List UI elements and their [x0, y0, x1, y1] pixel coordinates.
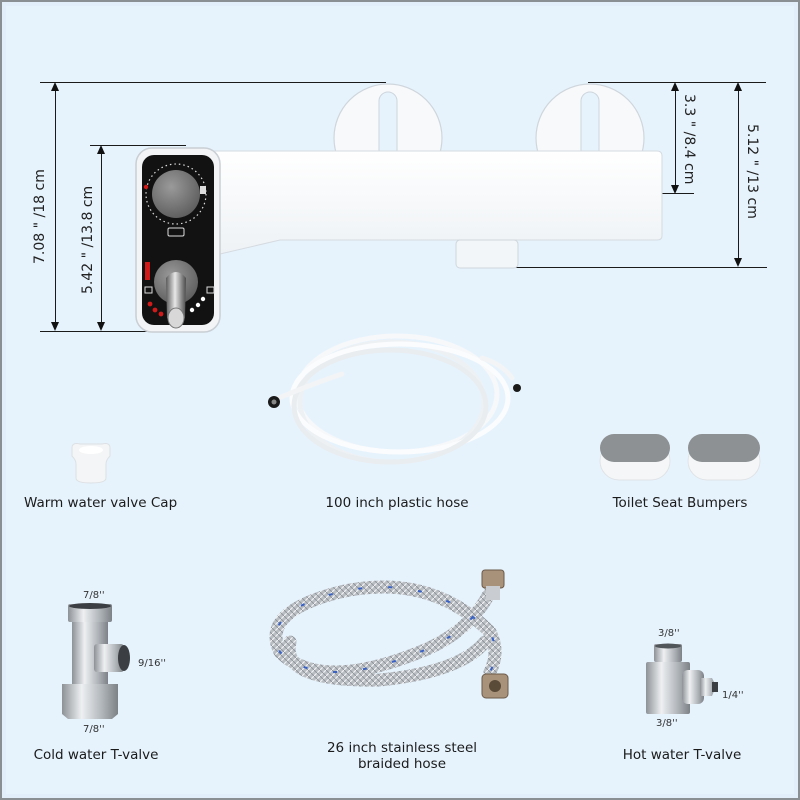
braided-hose-caption-line1: 26 inch stainless steel [326, 740, 478, 756]
dim-extension-bottom [40, 331, 186, 332]
hot-valve-bottom-size: 3/8'' [656, 718, 678, 729]
hot-valve-side-size: 1/4'' [722, 690, 744, 701]
dim-line-slot-height [675, 88, 676, 188]
dim-extension-top [40, 82, 386, 83]
braided-hose-caption-line2: braided hose [357, 756, 447, 772]
arrow-up-icon [51, 82, 59, 91]
cold-valve-top-size: 7/8'' [83, 590, 105, 601]
slot-height-label: 3.3 " /8.4 cm [681, 94, 697, 185]
hot-water-t-valve-image [646, 643, 718, 714]
dim-line-total-height [55, 88, 56, 326]
plastic-hose-image [268, 333, 521, 465]
panel-height-label: 5.42 " /13.8 cm [80, 185, 96, 294]
cold-water-t-valve-image [62, 603, 130, 719]
bidet-attachment-illustration [135, 83, 663, 333]
dim-extension-panel-top [90, 145, 186, 146]
arrow-up-icon [671, 82, 679, 91]
body-height-label: 5.12 " /13 cm [744, 124, 760, 219]
cold-water-t-valve-caption: Cold water T-valve [33, 747, 159, 763]
dim-extension-right-bottom [487, 267, 767, 268]
toilet-seat-bumpers-caption: Toilet Seat Bumpers [612, 495, 748, 511]
dim-line-panel-height [101, 151, 102, 326]
dim-line-body-height [738, 88, 739, 262]
arrow-up-icon [734, 82, 742, 91]
arrow-down-icon [97, 322, 105, 331]
arrow-up-icon [97, 145, 105, 154]
plastic-hose-caption: 100 inch plastic hose [325, 495, 469, 511]
hot-water-t-valve-caption: Hot water T-valve [622, 747, 742, 763]
total-height-label: 7.08 " /18 cm [32, 169, 48, 264]
warm-water-valve-cap-caption: Warm water valve Cap [24, 495, 178, 511]
arrow-down-icon [51, 322, 59, 331]
cold-valve-bottom-size: 7/8'' [83, 724, 105, 735]
warm-water-valve-cap-image [71, 443, 111, 484]
braided-hose-caption: 26 inch stainless steel braided hose [302, 740, 502, 772]
arrow-down-icon [671, 185, 679, 194]
toilet-seat-bumpers-image [599, 434, 761, 481]
hot-valve-top-size: 3/8'' [658, 628, 680, 639]
braided-hose-image [269, 569, 509, 699]
arrow-down-icon [734, 258, 742, 267]
cold-valve-side-size: 9/16'' [138, 658, 166, 669]
